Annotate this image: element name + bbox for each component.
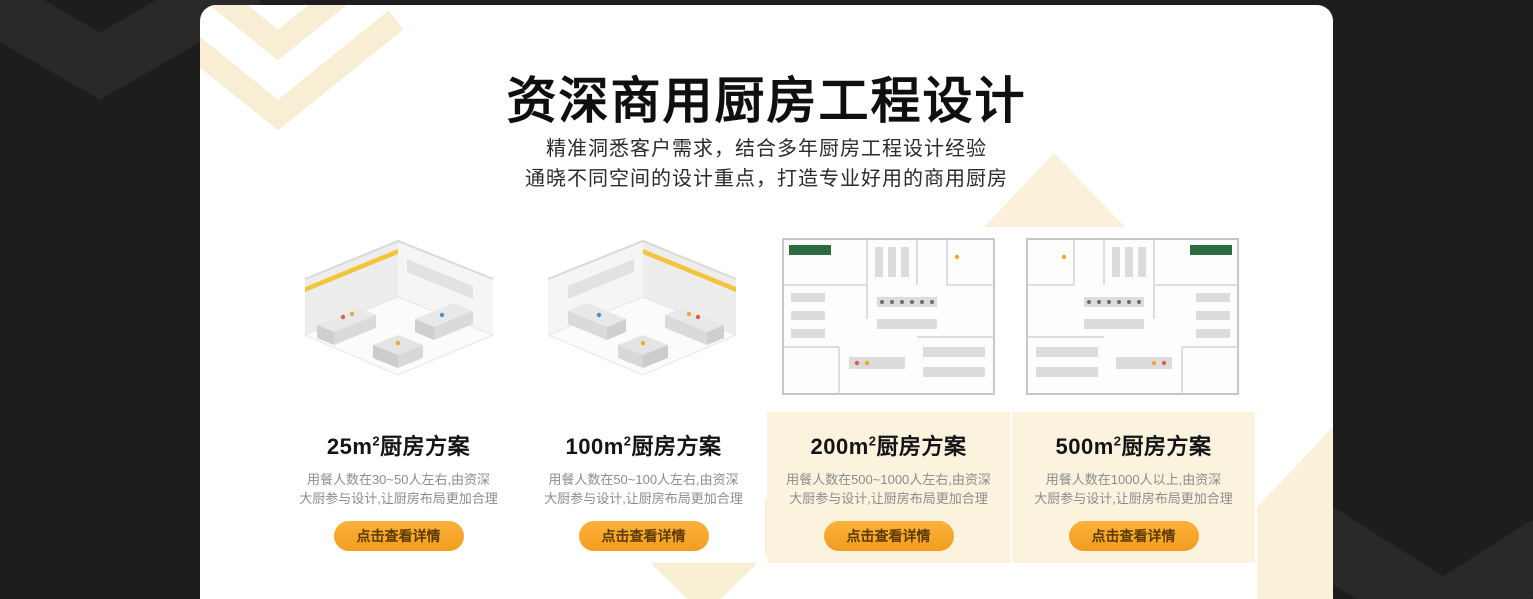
plan-description: 用餐人数在50~100人左右,由资深大厨参与设计,让厨房布局更加合理: [544, 472, 743, 506]
kitchen-render-image: [277, 227, 520, 412]
kitchen-render-image: [767, 227, 1010, 412]
kitchen-render-image: [1012, 227, 1255, 412]
plan-description: 用餐人数在1000人以上,由资深大厨参与设计,让厨房布局更加合理: [1034, 472, 1233, 506]
plan-title: 100m2厨房方案: [565, 433, 722, 459]
plan-description: 用餐人数在30~50人左右,由资深大厨参与设计,让厨房布局更加合理: [299, 472, 498, 506]
plan-card-200sqm: 200m2厨房方案 用餐人数在500~1000人左右,由资深大厨参与设计,让厨房…: [767, 227, 1010, 563]
section-subtitle-line1: 精准洞悉客户需求，结合多年厨房工程设计经验: [546, 138, 987, 160]
plan-title: 200m2厨房方案: [810, 433, 967, 459]
plan-title: 25m2厨房方案: [326, 433, 471, 459]
view-details-button[interactable]: 点击查看详情: [333, 521, 464, 551]
section-subtitle-line2: 通晓不同空间的设计重点，打造专业好用的商用厨房: [525, 168, 1008, 190]
plan-card-25sqm: 25m2厨房方案 用餐人数在30~50人左右,由资深大厨参与设计,让厨房布局更加…: [277, 227, 520, 563]
plans-card-row: 25m2厨房方案 用餐人数在30~50人左右,由资深大厨参与设计,让厨房布局更加…: [277, 227, 1255, 563]
view-details-button[interactable]: 点击查看详情: [1068, 521, 1199, 551]
plan-title: 500m2厨房方案: [1055, 433, 1212, 459]
section-title: 资深商用厨房工程设计: [506, 73, 1027, 129]
content-panel: 资深商用厨房工程设计 精准洞悉客户需求，结合多年厨房工程设计经验 通晓不同空间的…: [200, 5, 1333, 599]
view-details-button[interactable]: 点击查看详情: [823, 521, 954, 551]
plan-card-500sqm: 500m2厨房方案 用餐人数在1000人以上,由资深大厨参与设计,让厨房布局更加…: [1012, 227, 1255, 563]
plan-card-100sqm: 100m2厨房方案 用餐人数在50~100人左右,由资深大厨参与设计,让厨房布局…: [522, 227, 765, 563]
kitchen-render-image: [522, 227, 765, 412]
plan-description: 用餐人数在500~1000人左右,由资深大厨参与设计,让厨房布局更加合理: [786, 472, 991, 506]
view-details-button[interactable]: 点击查看详情: [578, 521, 709, 551]
